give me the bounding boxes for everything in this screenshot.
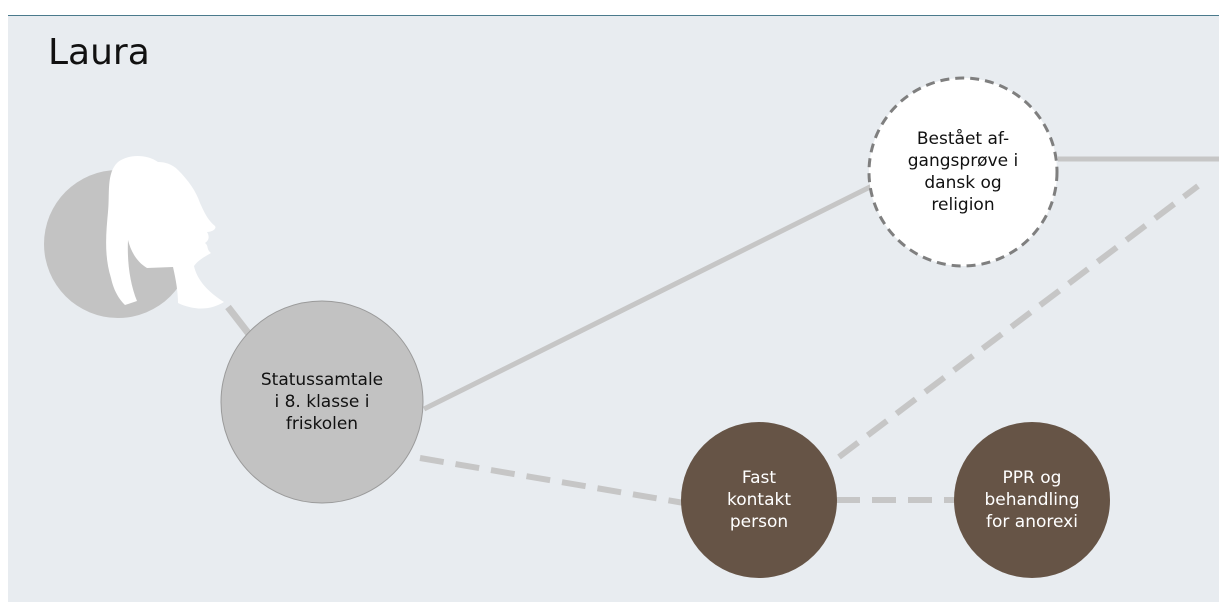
page-title: Laura	[48, 32, 150, 73]
connector-fast-kontakt-bestaaet-dashed	[837, 183, 1200, 460]
node-statussamtale-label: Statussamtale i 8. klasse i friskolen	[260, 370, 384, 434]
node-bestaaet-label: Bestået af- gangsprøve i dansk og religi…	[907, 129, 1019, 215]
node-statussamtale	[220, 300, 424, 504]
woman-profile-silhouette-icon	[106, 156, 224, 309]
node-fast-kontakt-label: Fast kontakt person	[726, 468, 791, 532]
node-ppr	[954, 422, 1110, 578]
connector-statussamtale-fast-kontakt-dashed	[419, 455, 685, 506]
node-bestaaet	[867, 76, 1059, 268]
connector-statussamtale-bestaaet	[422, 183, 874, 412]
node-ppr-label: PPR og behandling for anorexi	[984, 468, 1080, 532]
node-fast-kontakt	[681, 422, 837, 578]
